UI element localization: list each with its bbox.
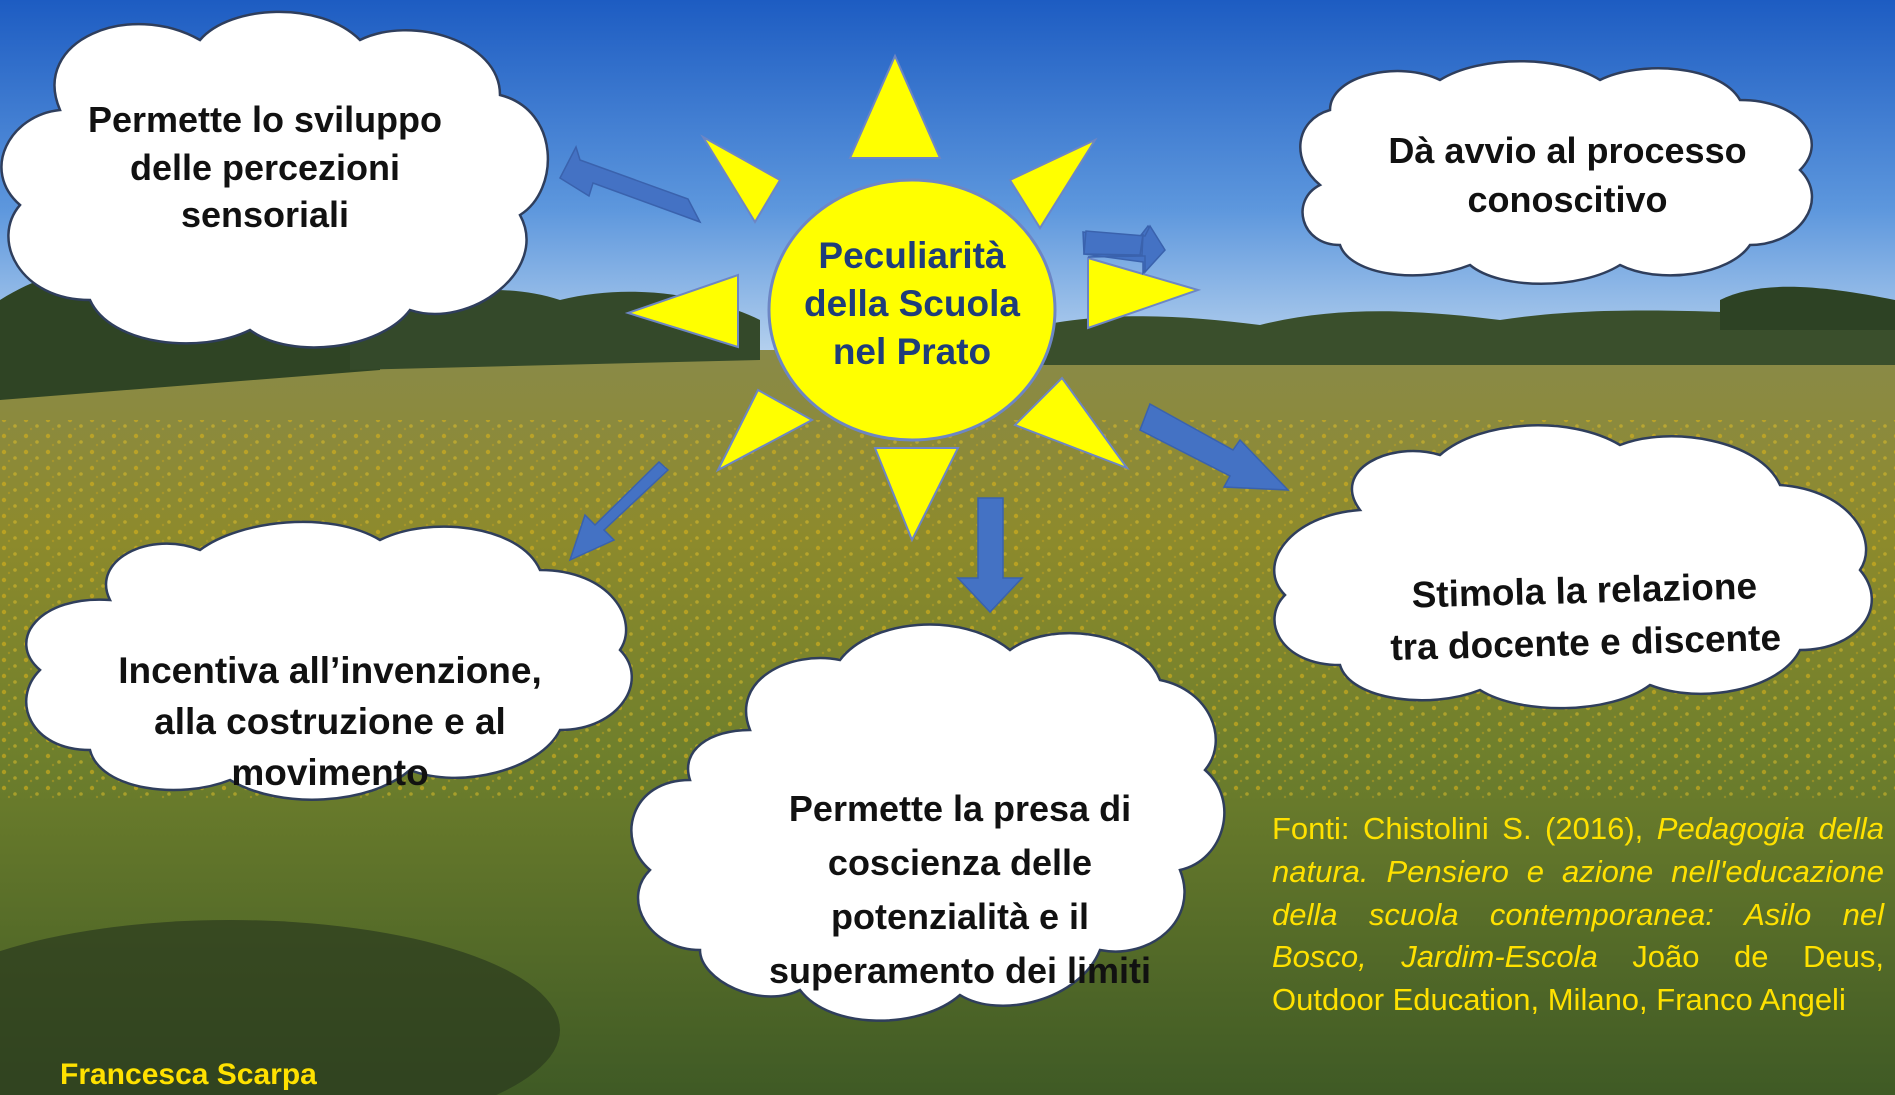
arrow-to-top-right-body [1083,224,1166,274]
sun-ray [848,53,942,159]
sources-prefix: Fonti: Chistolini S. (2016), [1272,811,1657,846]
cloud-text-line: alla costruzione e al [154,701,506,743]
cloud-text-line: coscienza delle [827,842,1093,883]
cloud-mid-right [1273,424,1873,710]
arrow-to-top-left [559,145,702,224]
center-label-line: della Scuola [804,283,1020,325]
cloud-top-left [0,10,550,349]
sun [624,53,1202,543]
cloud-text-line: Permette lo sviluppo [87,99,443,140]
center-label: Peculiarità della Scuola nel Prato [782,232,1042,376]
cloud-bottom-center-text: Permette la presa di coscienza delle pot… [725,782,1195,998]
sun-ray [1008,137,1098,230]
arrow-to-mid-right [1139,402,1290,491]
sun-ray [700,134,782,224]
arrow-to-mid-left [568,460,670,562]
cloud-text-line: delle percezioni [129,146,401,188]
cloud-text-line: superamento dei limiti [768,950,1152,991]
arrows [559,145,1290,614]
cloud-top-right [1299,60,1814,285]
cloud-top-left-text: Permette lo sviluppo delle percezioni se… [25,96,505,239]
center-label-line: nel Prato [832,331,992,373]
cloud-text-line: Incentiva all’invenzione, [118,650,542,691]
sources-title: Pedagogia della natura. Pensiero e azion… [1272,811,1884,975]
center-label-line: Peculiarità [818,235,1006,276]
cloud-mid-left [24,520,633,801]
clouds [0,10,1873,1022]
cloud-bottom-center [630,623,1226,1022]
cloud-mid-left-text: Incentiva all’invenzione, alla costruzio… [70,645,590,798]
cloud-text-line: Permette la presa di [788,788,1132,829]
sun-ray [715,388,815,473]
sun-ray [1013,376,1130,471]
cloud-text-line: potenzialità e il [830,896,1090,937]
cloud-text-line: sensoriali [180,194,350,236]
sun-ray [624,273,739,349]
cloud-text-line: movimento [231,752,429,794]
arrow-to-bottom [956,497,1024,614]
sun-center [767,178,1057,442]
sources-citation: Fonti: Chistolini S. (2016), Pedagogia d… [1272,808,1884,1022]
cloud-mid-right-text: Stimola la relazione tra docente e disce… [1339,559,1832,675]
cloud-top-right-text: Dà avvio al processo conoscitivo [1340,127,1795,224]
sun-ray [873,447,960,543]
author-name: Francesca Scarpa [60,1058,317,1091]
cloud-text-line: Dà avvio al processo [1388,130,1747,171]
sources-rest: João de Deus, Outdoor Education, Milano,… [1272,939,1884,1018]
cloud-text-line: conoscitivo [1467,178,1668,220]
